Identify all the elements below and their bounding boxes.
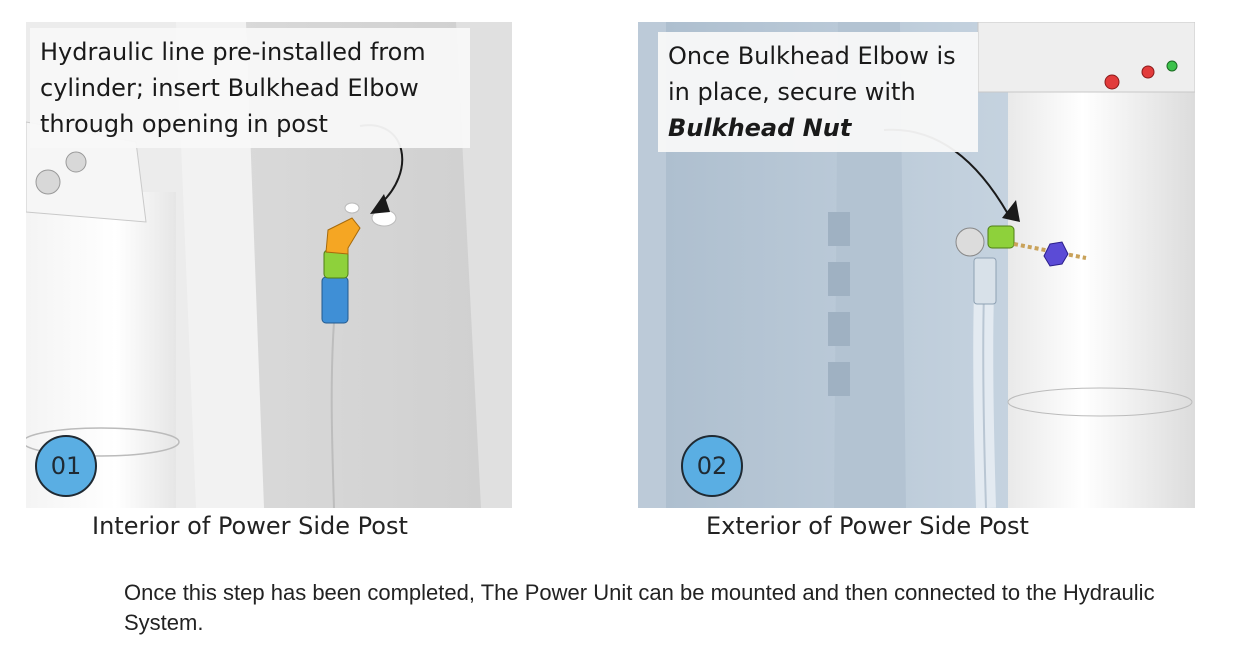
caption-interior: Interior of Power Side Post	[92, 512, 408, 540]
illustration-exterior-post: Once Bulkhead Elbow is in place, secure …	[638, 22, 1195, 508]
callout-bulkhead-nut: Bulkhead Nut	[668, 114, 852, 142]
step-badge-02: 02	[681, 435, 743, 497]
caption-exterior: Exterior of Power Side Post	[706, 512, 1029, 540]
completion-note: Once this step has been completed, The P…	[124, 580, 1155, 635]
callout-secure-nut: Once Bulkhead Elbow is in place, secure …	[658, 32, 978, 152]
callout-insert-elbow: Hydraulic line pre-installed from cylind…	[30, 28, 470, 148]
step-badge-01: 01	[35, 435, 97, 497]
illustration-interior-post: Hydraulic line pre-installed from cylind…	[26, 22, 512, 508]
callout-secure-text: Once Bulkhead Elbow is in place, secure …	[668, 42, 956, 106]
